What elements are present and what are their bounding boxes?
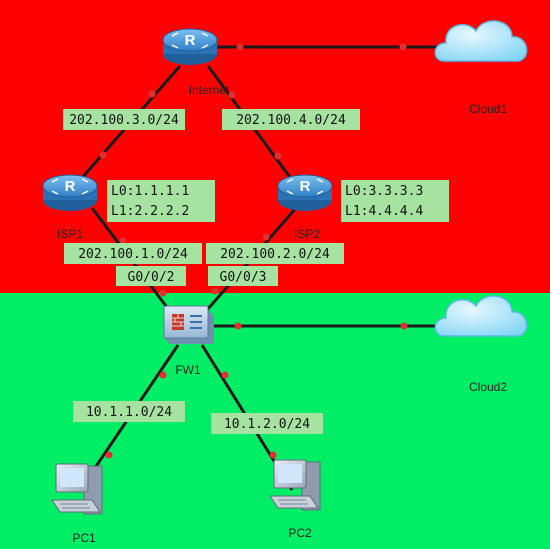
svg-text:202.100.2.0/24: 202.100.2.0/24 [220,247,330,262]
router-internet[interactable]: R [162,28,218,65]
port-dot [234,322,242,330]
label-net-4: 202.100.4.0/24 [222,109,360,130]
svg-text:G0/0/3: G0/0/3 [220,270,267,285]
router-icon: R [42,174,98,211]
label-port-g002: G0/0/2 [116,266,186,286]
svg-text:202.100.4.0/24: 202.100.4.0/24 [236,113,346,128]
node-label-isp2: ISP2 [294,227,320,241]
label-isp1-loopbacks: L0:1.1.1.1 L1:2.2.2.2 [107,180,215,222]
svg-text:L0:1.1.1.1: L0:1.1.1.1 [111,184,189,199]
svg-text:G0/0/2: G0/0/2 [128,270,175,285]
port-dot [269,451,277,459]
label-net-3: 202.100.3.0/24 [63,109,185,130]
router-icon: R [162,28,218,65]
pc-icon [269,459,321,511]
router-isp2[interactable]: R [277,174,333,211]
cloud1[interactable] [434,20,528,62]
label-isp2-loopbacks: L0:3.3.3.3 L1:4.4.4.4 [341,180,449,222]
port-dot [99,151,107,159]
svg-text:R: R [185,32,196,49]
port-dot [221,371,229,379]
firewall-icon [163,305,214,344]
svg-text:L0:3.3.3.3: L0:3.3.3.3 [345,184,423,199]
svg-text:R: R [300,178,311,195]
pc2[interactable] [269,459,321,511]
port-dot [400,322,408,330]
node-label-pc1: PC1 [72,531,96,545]
port-dot [148,90,156,98]
svg-text:R: R [65,178,76,195]
cloud-icon [434,295,528,337]
port-dot [228,91,236,99]
port-dot [274,152,282,160]
label-lan-2: 10.1.2.0/24 [211,413,323,434]
node-label-isp1: ISP1 [57,227,83,241]
node-label-fw1: FW1 [175,363,201,377]
svg-text:L1:2.2.2.2: L1:2.2.2.2 [111,204,189,219]
firewall-fw1[interactable] [163,305,214,344]
port-dot [211,287,219,295]
svg-text:10.1.2.0/24: 10.1.2.0/24 [224,417,310,432]
svg-text:202.100.1.0/24: 202.100.1.0/24 [78,247,188,262]
router-isp1[interactable]: R [42,174,98,211]
node-label-internet: Internet [189,83,230,97]
node-label-pc2: PC2 [288,526,312,540]
node-label-cloud1: Cloud1 [469,102,507,116]
port-dot [159,371,167,379]
cloud-icon [434,20,528,62]
svg-text:L1:4.4.4.4: L1:4.4.4.4 [345,204,423,219]
cloud2[interactable] [434,295,528,337]
port-dot [159,289,167,297]
pc1[interactable] [51,463,103,515]
pc-icon [51,463,103,515]
node-label-cloud2: Cloud2 [469,380,507,394]
label-port-g003: G0/0/3 [208,266,278,286]
port-dot [262,233,270,241]
svg-text:10.1.1.0/24: 10.1.1.0/24 [86,405,172,420]
port-dot [119,237,127,245]
port-dot [399,43,407,51]
svg-text:202.100.3.0/24: 202.100.3.0/24 [69,113,179,128]
port-dot [236,43,244,51]
router-icon: R [277,174,333,211]
port-dots [99,43,408,459]
port-dot [105,451,113,459]
label-lan-1: 10.1.1.0/24 [73,401,185,422]
label-net-1: 202.100.1.0/24 [64,243,202,264]
label-net-2: 202.100.2.0/24 [206,243,344,264]
